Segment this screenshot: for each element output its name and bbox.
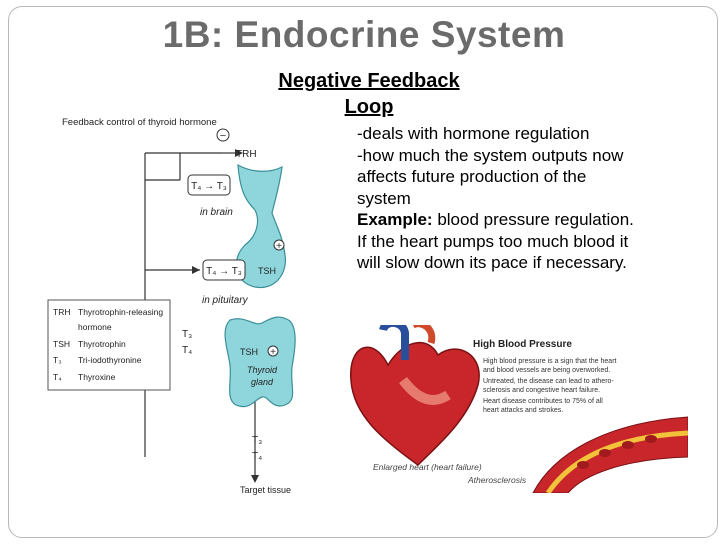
high-bp-bullets: High blood pressure is a sign that the h…: [483, 358, 617, 414]
thyroid-label-line2: gland: [251, 377, 274, 387]
legend-entries: TRH Thyrotrophin-releasing hormone TSH T…: [53, 307, 163, 382]
example-paragraph: Example: blood pressure regulation. If t…: [357, 209, 637, 274]
pituitary-conversion-label: T₄ → T₃: [206, 266, 242, 277]
example-label: Example:: [357, 210, 433, 229]
body-point-2: -how much the system outputs now affects…: [357, 145, 624, 208]
in-brain-label: in brain: [200, 207, 233, 218]
bp-bullet-1b: and blood vessels are being overworked.: [483, 367, 610, 374]
minus-circle-icon: [216, 128, 230, 142]
legend-desc-1: Thyrotrophin-releasing: [78, 307, 163, 317]
slide-frame: [8, 6, 718, 538]
example-text: blood pressure regulation. If the heart …: [357, 210, 634, 272]
bp-bullet-3: Heart disease contributes to 75% of all: [483, 398, 603, 405]
legend-abbr-4: T₃: [53, 355, 62, 365]
plus-circle-icon: [273, 239, 285, 251]
plus-sign-thyroid: +: [270, 347, 276, 358]
slide-title: 1B: Endocrine System: [162, 14, 566, 55]
heart-muscle-detail: [399, 376, 451, 405]
brain-conversion-box: [187, 174, 231, 196]
t4-label-left: T₄: [182, 345, 192, 356]
bp-bullet-2b: sclerosis and congestive heart failure.: [483, 387, 600, 394]
slide-subtitle: Negative Feedback Loop: [258, 68, 480, 120]
heart-shape: [350, 341, 480, 466]
subtitle-line-2: Loop: [344, 96, 394, 118]
legend-desc-2: hormone: [78, 322, 112, 332]
diagram-arrowheads: [192, 149, 259, 483]
legend-abbr-5: T₄: [53, 372, 62, 382]
t4-label-bottom: T₄: [252, 451, 262, 462]
diagram-caption: Feedback control of thyroid hormone: [62, 117, 217, 128]
thyroid-gland-shape: [224, 316, 296, 408]
tsh-arrow-label: TSH: [258, 266, 276, 276]
blood-cells: [577, 435, 657, 469]
body-text: -deals with hormone regulation -how much…: [357, 123, 637, 274]
trh-label: TRH: [236, 149, 257, 160]
thyroid-label-line1: Thyroid: [247, 365, 278, 375]
legend-desc-5: Thyroxine: [78, 372, 116, 382]
heart-illustration: Enlarged heart (heart failure) High Bloo…: [350, 325, 688, 493]
high-bp-heading: High Blood Pressure: [473, 339, 572, 350]
pituitary-conversion-box: [202, 259, 246, 281]
pituitary-gland-shape: [235, 163, 286, 289]
enlarged-heart-label: Enlarged heart (heart failure): [373, 462, 482, 472]
artery-plaque: [545, 430, 688, 493]
heart-vessel-blue: [379, 325, 409, 360]
thyroid-feedback-diagram: Feedback control of thyroid hormone − TR…: [47, 117, 296, 495]
body-point-1: -deals with hormone regulation: [357, 124, 590, 143]
legend-desc-4: Tri-iodothyronine: [78, 355, 142, 365]
tsh-label: TSH: [240, 347, 258, 357]
t3-label-bottom: T₃: [252, 435, 262, 446]
t3-label-left: T₃: [182, 329, 192, 340]
plus-circle-thyroid-icon: [267, 345, 279, 357]
legend-abbr-3: TSH: [53, 339, 70, 349]
legend-box: [47, 299, 171, 391]
in-pituitary-label: in pituitary: [202, 295, 249, 306]
brain-conversion-label: T₄ → T₃: [191, 181, 227, 192]
legend-desc-3: Thyrotrophin: [78, 339, 126, 349]
bp-bullet-3b: heart attacks and strokes.: [483, 407, 563, 414]
heart-vessel-red: [413, 325, 436, 345]
bp-bullet-2: Untreated, the disease can lead to ather…: [483, 378, 614, 385]
plus-sign-pituitary: +: [276, 241, 282, 252]
minus-sign: −: [220, 130, 226, 142]
bp-bullet-1: High blood pressure is a sign that the h…: [483, 358, 617, 365]
subtitle-line-1: Negative Feedback: [278, 70, 460, 92]
atherosclerosis-label: Atherosclerosis: [467, 475, 527, 485]
legend-abbr-1: TRH: [53, 307, 70, 317]
target-tissue-label: Target tissue: [240, 485, 291, 495]
